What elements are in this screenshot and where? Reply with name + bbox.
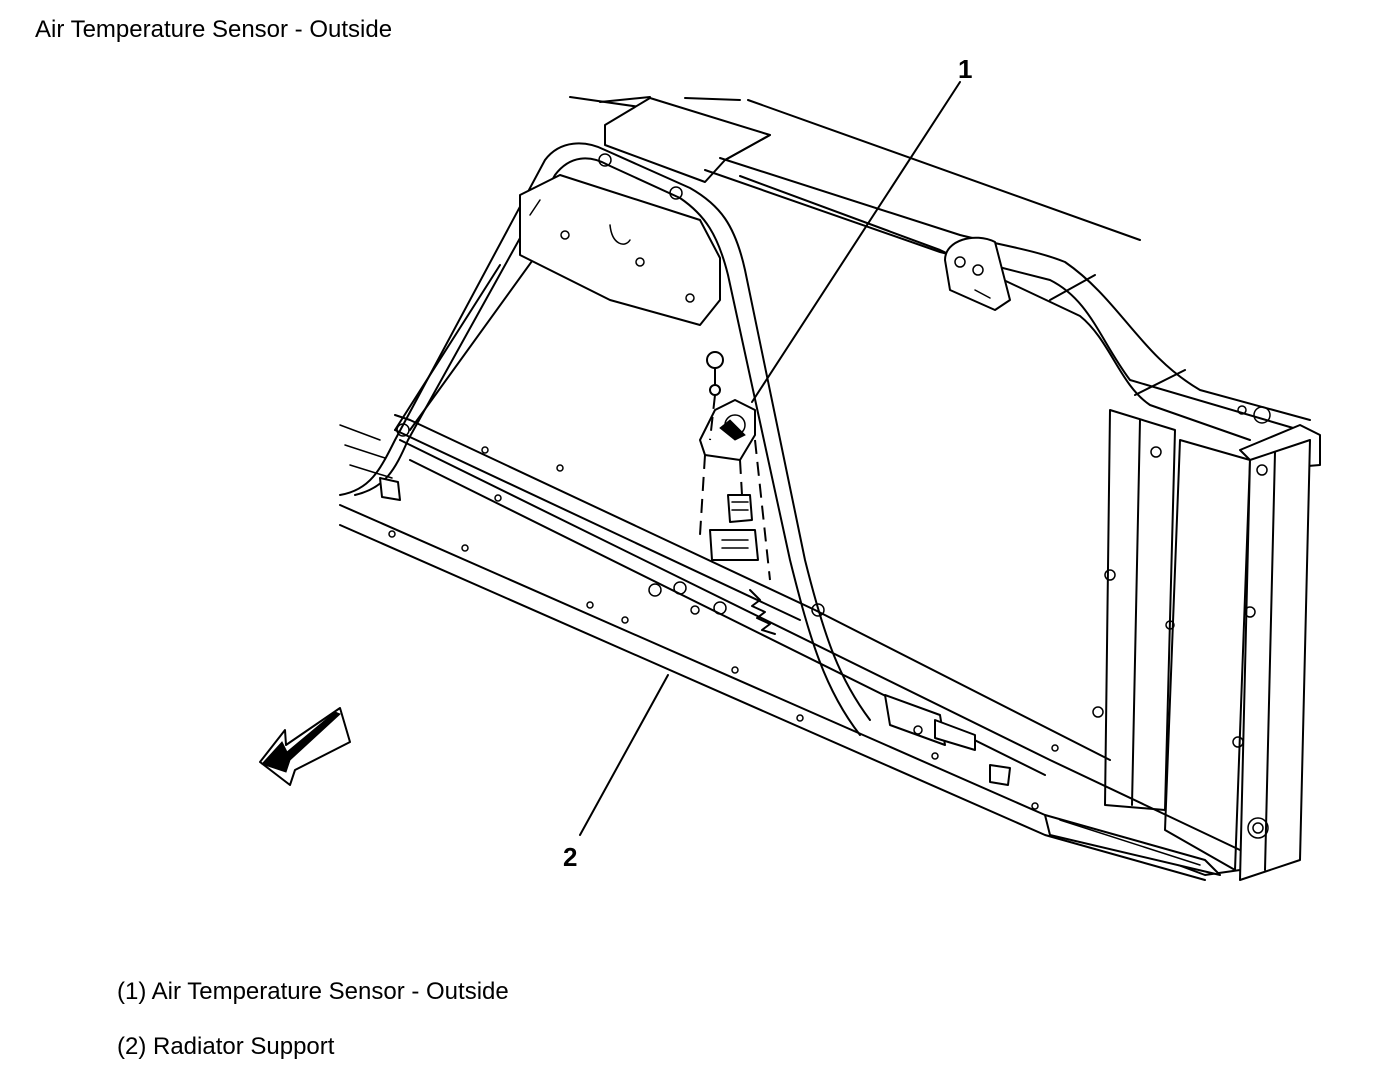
callout-2-label: 2 bbox=[563, 842, 577, 872]
left-upright-tube bbox=[339, 142, 871, 736]
callout-2-leader bbox=[579, 674, 669, 836]
callout-1-label: 1 bbox=[958, 54, 972, 84]
right-side-post bbox=[1092, 409, 1311, 881]
diagram-title: Air Temperature Sensor - Outside bbox=[35, 16, 393, 43]
hood-latch-plate bbox=[519, 153, 721, 326]
upper-bracket bbox=[944, 236, 1011, 311]
upper-frame-lines bbox=[569, 96, 1141, 241]
wire-harness-spring bbox=[749, 589, 776, 635]
upper-crossbeam bbox=[704, 157, 1321, 471]
forward-arrow-icon bbox=[259, 707, 351, 786]
legend-item-sensor: (1) Air Temperature Sensor - Outside bbox=[117, 978, 509, 1005]
lower-left-stubs bbox=[339, 424, 401, 501]
lower-right-brackets bbox=[884, 694, 1011, 786]
legend-item-radiator-support: (2) Radiator Support bbox=[117, 1033, 335, 1060]
air-temperature-sensor bbox=[699, 351, 771, 581]
callout-1-leader bbox=[751, 81, 961, 403]
legend: (1) Air Temperature Sensor - Outside (2)… bbox=[117, 976, 509, 1086]
